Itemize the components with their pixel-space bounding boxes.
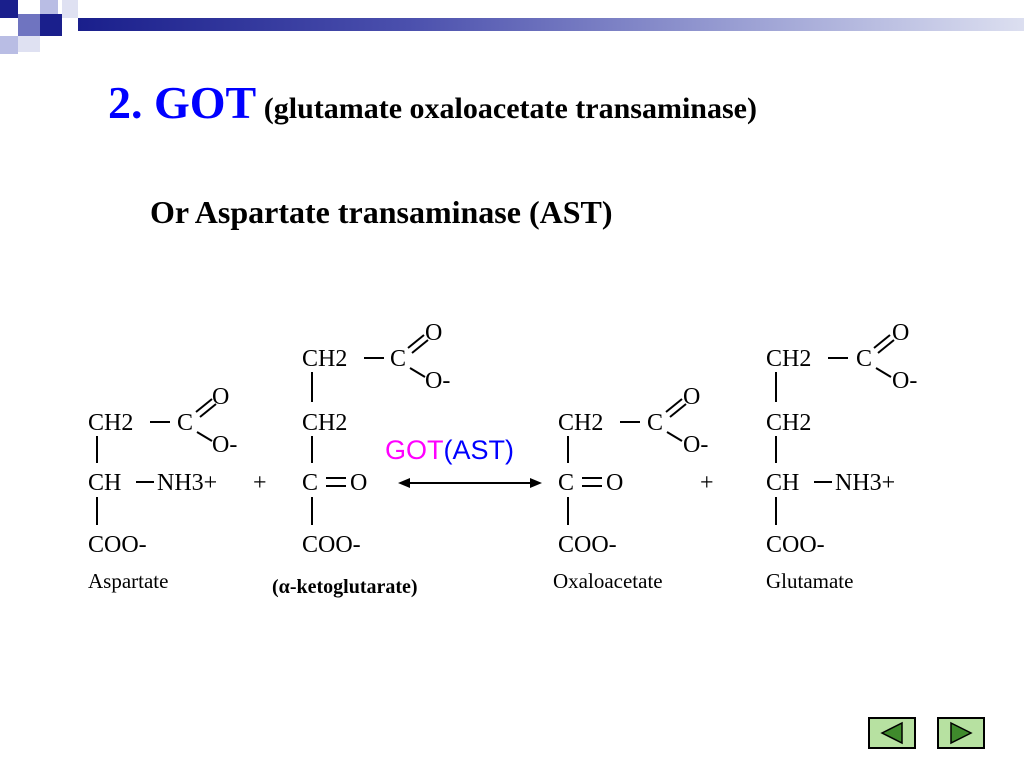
ketoglutarate-structure: CH2 C O O- CH2 C O COO- <box>302 320 450 558</box>
enzyme-got: GOT <box>385 435 444 465</box>
oxaloacetate-o-top: O <box>683 384 700 410</box>
ketoglutarate-ch2-top: CH2 <box>302 346 347 372</box>
aspartate-label: Aspartate <box>88 569 168 593</box>
triangle-left-icon <box>880 721 903 745</box>
ketoglutarate-label: (α-ketoglutarate) <box>272 576 418 598</box>
ketoglutarate-coo: COO- <box>302 532 361 558</box>
glutamate-carbon: C <box>856 346 872 372</box>
aspartate-ch2: CH2 <box>88 410 133 436</box>
glutamate-ch2-top: CH2 <box>766 346 811 372</box>
glutamate-o-bottom: O- <box>892 368 917 394</box>
ketoglutarate-ch2-mid: CH2 <box>302 410 347 436</box>
previous-slide-button[interactable] <box>868 717 916 749</box>
glutamate-nh3: NH3+ <box>835 470 895 496</box>
glutamate-structure: CH2 C O O- CH2 CH NH3+ COO- Glutamate <box>766 320 917 593</box>
aspartate-o-top: O <box>212 384 229 410</box>
oxaloacetate-coo: COO- <box>558 532 617 558</box>
oxaloacetate-structure: CH2 C O O- C O COO- Oxaloacetate <box>553 384 708 593</box>
glutamate-o-top: O <box>892 320 909 346</box>
reversible-arrow <box>398 478 542 488</box>
aspartate-carbon: C <box>177 410 193 436</box>
aspartate-o-bottom: O- <box>212 432 237 458</box>
ketoglutarate-carbon: C <box>390 346 406 372</box>
enzyme-label: GOT(AST) <box>385 435 514 466</box>
plus-sign-1: + <box>253 470 267 496</box>
glutamate-label: Glutamate <box>766 569 853 593</box>
plus-sign-2: + <box>700 470 714 496</box>
oxaloacetate-o-bottom: O- <box>683 432 708 458</box>
oxaloacetate-keto-c: C <box>558 470 574 496</box>
enzyme-ast: (AST) <box>443 435 515 465</box>
oxaloacetate-ch2: CH2 <box>558 410 603 436</box>
ketoglutarate-o-top: O <box>425 320 442 346</box>
glutamate-ch2-mid: CH2 <box>766 410 811 436</box>
slide-title: 2. GOT (glutamate oxaloacetate transamin… <box>108 76 757 129</box>
glutamate-ch: CH <box>766 470 799 496</box>
aspartate-ch: CH <box>88 470 121 496</box>
slide-subtitle: Or Aspartate transaminase (AST) <box>150 194 613 230</box>
aspartate-nh3: NH3+ <box>157 470 217 496</box>
title-main: 2. GOT <box>108 77 257 128</box>
aspartate-coo: COO- <box>88 532 147 558</box>
glutamate-coo: COO- <box>766 532 825 558</box>
triangle-right-icon <box>950 721 973 745</box>
oxaloacetate-carbon: C <box>647 410 663 436</box>
ketoglutarate-keto-c: C <box>302 470 318 496</box>
header-gradient-bar <box>78 18 1024 31</box>
oxaloacetate-keto-o: O <box>606 470 623 496</box>
aspartate-structure: CH2 C O O- CH NH3+ COO- Aspartate <box>88 384 237 593</box>
ketoglutarate-o-bottom: O- <box>425 368 450 394</box>
title-subtitle: (glutamate oxaloacetate transaminase) <box>256 92 757 125</box>
oxaloacetate-label: Oxaloacetate <box>553 569 663 593</box>
ketoglutarate-keto-o: O <box>350 470 367 496</box>
next-slide-button[interactable] <box>937 717 985 749</box>
